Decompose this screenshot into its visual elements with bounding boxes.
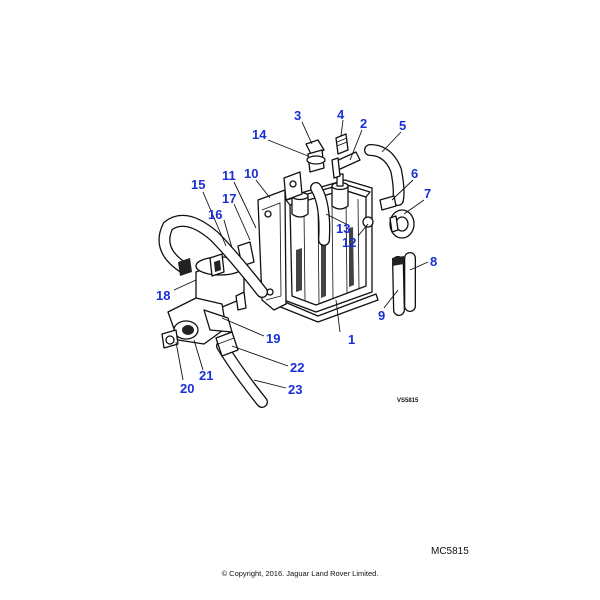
callout-6: 6 (411, 166, 418, 181)
callout-14: 14 (252, 127, 267, 142)
mounting-bracket (257, 171, 303, 311)
callout-17: 17 (222, 191, 236, 206)
callout-15: 15 (191, 177, 205, 192)
diagram-ref: MC5815 (431, 546, 469, 557)
illustration-ref: VS5815 (397, 398, 419, 404)
callout-10: 10 (244, 166, 258, 181)
callout-1: 1 (348, 332, 355, 347)
callout-2: 2 (360, 116, 367, 131)
leader-lines (173, 119, 429, 389)
callout-3: 3 (294, 108, 301, 123)
copyright-notice: © Copyright, 2016. Jaguar Land Rover Lim… (221, 569, 379, 578)
callout-18: 18 (156, 288, 170, 303)
callout-labels: 1 2 3 4 5 6 7 8 9 10 11 12 13 14 15 16 1… (156, 107, 437, 397)
callout-5: 5 (399, 118, 406, 133)
callout-13: 13 (336, 221, 350, 236)
callout-7: 7 (424, 186, 431, 201)
callout-16: 16 (208, 207, 222, 222)
callout-8: 8 (430, 254, 437, 269)
callout-22: 22 (290, 360, 304, 375)
callout-12: 12 (342, 235, 356, 250)
callout-9: 9 (378, 308, 385, 323)
top-fittings (305, 133, 361, 179)
callout-19: 19 (266, 331, 280, 346)
callout-20: 20 (180, 381, 194, 396)
vent-valve (362, 195, 415, 239)
lower-valve-housing (161, 297, 233, 349)
callout-11: 11 (222, 168, 236, 183)
callout-4: 4 (337, 107, 345, 122)
callout-21: 21 (199, 368, 213, 383)
callout-23: 23 (288, 382, 302, 397)
